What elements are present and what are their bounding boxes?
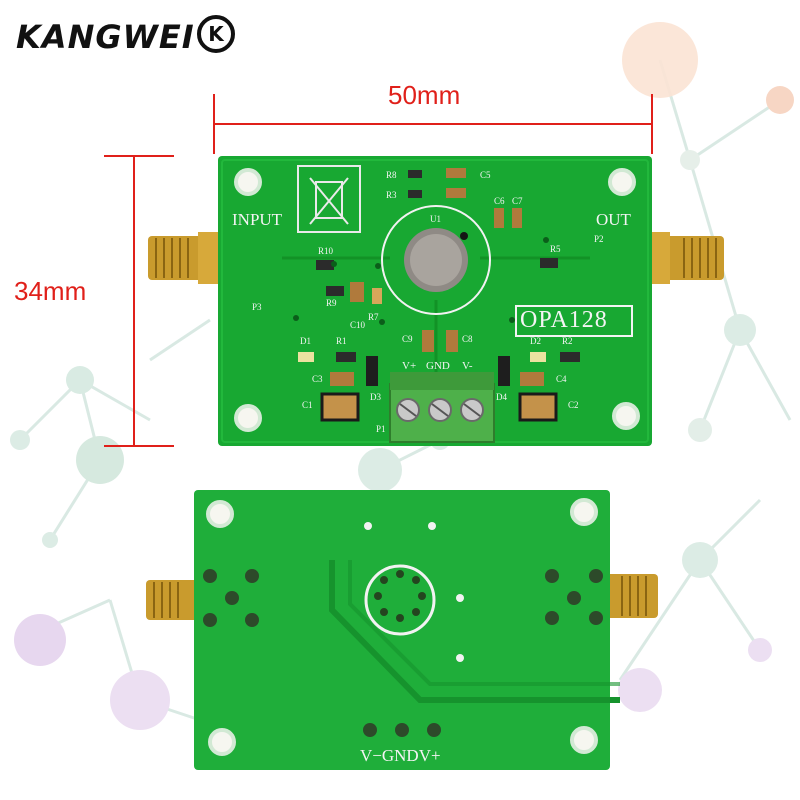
component-label: R1 (336, 336, 347, 346)
power-label-gnd: GND (426, 360, 450, 372)
component-label: C2 (568, 400, 579, 410)
brand-logo-text: KANGWEI (16, 18, 195, 56)
component-label: R8 (386, 170, 397, 180)
component-label: P2 (594, 234, 604, 244)
bg-node (688, 418, 712, 442)
component-label: R2 (562, 336, 573, 346)
component-label: D4 (496, 392, 507, 402)
output-label: OUT (596, 210, 631, 229)
component-label: C3 (312, 374, 323, 384)
input-label: INPUT (232, 210, 283, 229)
bg-node (358, 448, 402, 492)
sma-back-right-connector (604, 574, 658, 618)
bg-node (748, 638, 772, 662)
bg-node (14, 614, 66, 666)
component-label: C4 (556, 374, 567, 384)
component-label: D3 (370, 392, 381, 402)
component-label: C9 (402, 334, 413, 344)
bg-node (680, 150, 700, 170)
component-label: R7 (368, 312, 379, 322)
power-label-vplus: V+ (402, 360, 417, 372)
component-label: C5 (480, 170, 491, 180)
component-label: C6 (494, 196, 505, 206)
component-label: D1 (300, 336, 311, 346)
bg-node (110, 670, 170, 730)
component-label: U1 (430, 214, 441, 224)
power-label-vminus: V- (462, 360, 473, 372)
component-label: P1 (376, 424, 386, 434)
component-label: R9 (326, 298, 337, 308)
component-label: C8 (462, 334, 473, 344)
component-label: D2 (530, 336, 541, 346)
component-label: R3 (386, 190, 397, 200)
bg-node (42, 532, 58, 548)
height-dimension-label: 34mm (14, 276, 87, 306)
component-label: R10 (318, 246, 334, 256)
chip-title-label: OPA128 (520, 307, 608, 333)
bg-node (76, 436, 124, 484)
back-power-label: V−GNDV+ (360, 746, 441, 765)
bg-node (766, 86, 794, 114)
component-label: C7 (512, 196, 523, 206)
width-dimension-label: 50mm (388, 80, 461, 110)
component-label: R5 (550, 244, 561, 254)
brand-badge-text: K (208, 22, 225, 46)
brand-badge-icon: K (197, 15, 235, 53)
bg-node (618, 668, 662, 712)
bg-node (724, 314, 756, 346)
component-label: C1 (302, 400, 313, 410)
bg-node (66, 366, 94, 394)
bg-node (682, 542, 718, 578)
component-label: C10 (350, 320, 366, 330)
bg-node (10, 430, 30, 450)
bg-node (622, 22, 698, 98)
component-label: P3 (252, 302, 262, 312)
sma-back-left-connector (146, 580, 206, 620)
